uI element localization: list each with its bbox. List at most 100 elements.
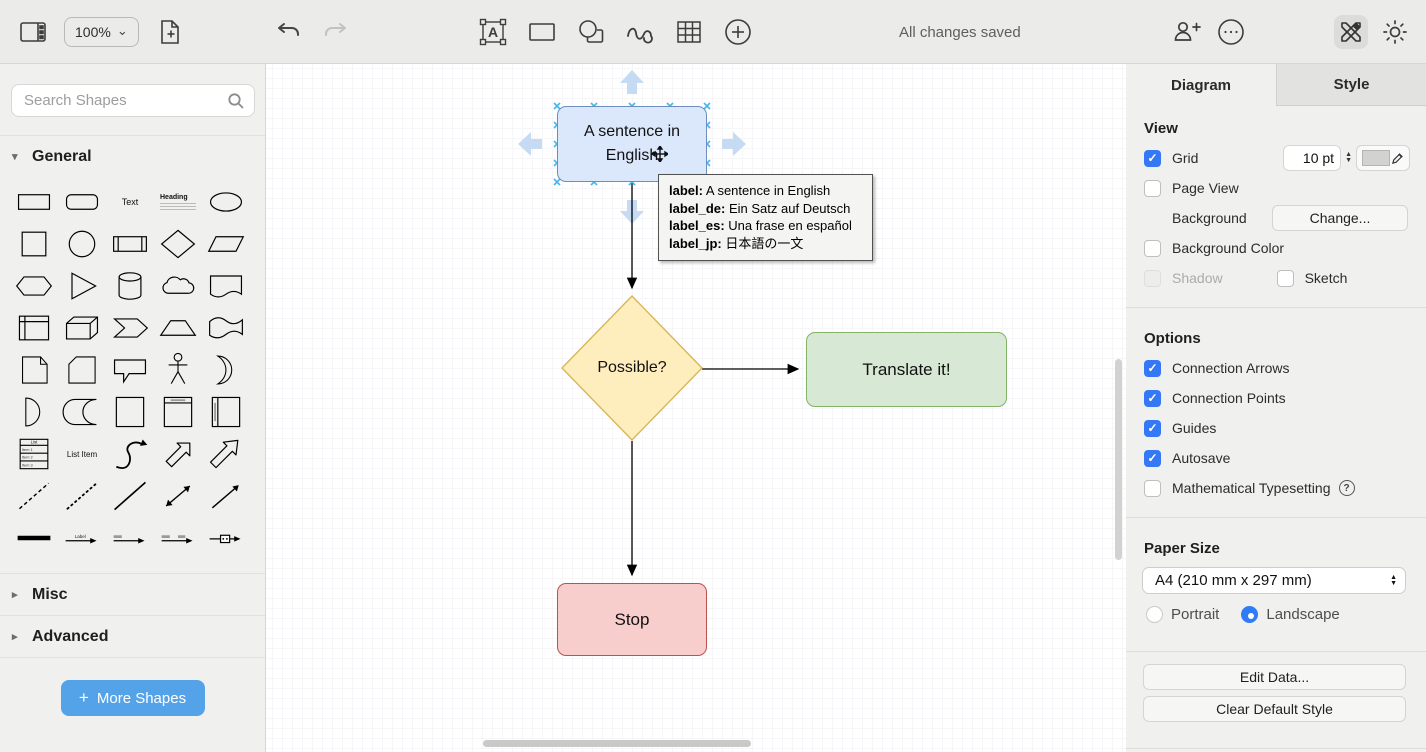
shape-edge-with-box[interactable] <box>202 517 250 559</box>
autosave-checkbox[interactable]: ✓ <box>1144 449 1161 467</box>
shape-horizontal-container[interactable] <box>202 391 250 433</box>
sketch-mode-toggle[interactable] <box>1334 15 1368 49</box>
tab-diagram[interactable]: Diagram <box>1170 76 1232 94</box>
shape-and[interactable] <box>10 391 58 433</box>
shape-internal-storage[interactable] <box>10 307 58 349</box>
shape-document[interactable] <box>202 265 250 307</box>
page-view-checkbox[interactable] <box>1144 179 1161 197</box>
shape-rectangle[interactable] <box>10 181 58 223</box>
shapes-tool-button[interactable] <box>574 15 608 49</box>
more-shapes-button[interactable]: + More Shapes <box>60 680 205 716</box>
shape-connector-label-left[interactable] <box>106 517 154 559</box>
shape-tape[interactable] <box>202 307 250 349</box>
search-shapes-input[interactable] <box>11 84 255 117</box>
autosave-label: Autosave <box>1172 450 1231 466</box>
section-general[interactable]: ▾ General <box>0 135 265 177</box>
shape-parallelogram[interactable] <box>202 223 250 265</box>
guides-checkbox[interactable]: ✓ <box>1144 419 1161 437</box>
background-color-checkbox[interactable] <box>1144 239 1161 257</box>
shape-bidirectional-arrow[interactable] <box>154 433 202 475</box>
shape-circle[interactable] <box>58 223 106 265</box>
shape-data-storage[interactable] <box>58 391 106 433</box>
shape-or[interactable] <box>202 349 250 391</box>
shape-dotted-line[interactable] <box>58 475 106 517</box>
vertical-scrollbar[interactable] <box>1115 359 1122 560</box>
text-tool-button[interactable]: A <box>476 15 510 49</box>
grid-checkbox[interactable]: ✓ <box>1144 149 1161 167</box>
connection-points-checkbox[interactable]: ✓ <box>1144 389 1161 407</box>
shape-connector-two-labels[interactable] <box>154 517 202 559</box>
shape-arrow[interactable] <box>202 433 250 475</box>
zoom-dropdown[interactable]: 100% ⌄ <box>64 17 139 47</box>
table-tool-button[interactable] <box>672 15 706 49</box>
shape-container[interactable] <box>106 391 154 433</box>
background-change-button[interactable]: Change... <box>1272 205 1408 231</box>
theme-toggle-button[interactable] <box>1378 15 1412 49</box>
shape-triangle[interactable] <box>58 265 106 307</box>
paper-size-select[interactable]: A4 (210 mm x 297 mm) ▲▼ <box>1142 567 1406 594</box>
shape-process[interactable] <box>106 223 154 265</box>
rectangle-tool-button[interactable] <box>525 15 559 49</box>
shape-cloud[interactable] <box>154 265 202 307</box>
section-misc[interactable]: ▸ Misc <box>0 573 265 615</box>
shape-trapezoid[interactable] <box>154 307 202 349</box>
help-icon[interactable]: ? <box>1338 480 1355 496</box>
label-text: Label <box>75 534 86 539</box>
more-actions-button[interactable] <box>1214 15 1248 49</box>
diagram-canvas[interactable]: A sentence in English Possible? Translat… <box>266 64 1126 752</box>
shape-card[interactable] <box>58 349 106 391</box>
shape-line[interactable] <box>106 475 154 517</box>
shape-dashed-line[interactable] <box>10 475 58 517</box>
shape-cube[interactable] <box>58 307 106 349</box>
check-icon: ✓ <box>1147 451 1158 465</box>
grid-size-input[interactable]: 10 pt <box>1283 145 1342 171</box>
connection-arrows-checkbox[interactable]: ✓ <box>1144 359 1161 377</box>
shape-ellipse[interactable] <box>202 181 250 223</box>
clear-default-style-button[interactable]: Clear Default Style <box>1143 696 1406 722</box>
shape-hexagon[interactable] <box>10 265 58 307</box>
shape-actor[interactable] <box>154 349 202 391</box>
landscape-radio[interactable] <box>1241 606 1259 623</box>
node-english[interactable]: A sentence in English <box>557 106 707 182</box>
shape-text[interactable]: Text <box>121 197 139 207</box>
panels-toggle-button[interactable] <box>16 15 50 49</box>
freehand-tool-button[interactable] <box>623 15 657 49</box>
shape-vertical-container[interactable] <box>154 391 202 433</box>
shape-diamond[interactable] <box>154 223 202 265</box>
shape-arrow-with-label[interactable]: Label <box>58 517 106 559</box>
node-translate[interactable]: Translate it! <box>806 332 1007 407</box>
tab-style[interactable]: Style <box>1276 64 1426 106</box>
shape-list-item[interactable]: List Item <box>66 449 98 459</box>
portrait-radio[interactable] <box>1146 606 1163 623</box>
grid-size-stepper[interactable]: ▲ ▼ <box>1345 151 1352 164</box>
math-typesetting-checkbox[interactable] <box>1144 479 1161 497</box>
undo-button[interactable] <box>271 15 305 49</box>
shape-list[interactable]: List Item 1 Item 2 Item 3 <box>10 433 58 475</box>
shape-step[interactable] <box>106 307 154 349</box>
shape-callout[interactable] <box>106 349 154 391</box>
node-stop[interactable]: Stop <box>557 583 707 656</box>
shape-bidirectional-connector[interactable] <box>154 475 202 517</box>
svg-text:Item 1: Item 1 <box>22 447 33 452</box>
grid-color-button[interactable] <box>1356 145 1410 171</box>
new-page-icon <box>160 20 179 44</box>
shape-rounded-rectangle[interactable] <box>58 181 106 223</box>
section-advanced[interactable]: ▸ Advanced <box>0 615 265 657</box>
shape-link[interactable] <box>10 517 58 559</box>
shape-cylinder[interactable] <box>106 265 154 307</box>
share-button[interactable] <box>1170 15 1204 49</box>
sketch-checkbox[interactable] <box>1276 269 1294 287</box>
horizontal-scrollbar[interactable] <box>483 740 751 747</box>
shape-curve[interactable] <box>106 433 154 475</box>
select-arrows-icon: ▲▼ <box>1390 574 1397 587</box>
node-possible[interactable]: Possible? <box>597 359 667 376</box>
shape-directional-connector[interactable] <box>202 475 250 517</box>
insert-button[interactable] <box>721 15 755 49</box>
edit-data-button[interactable]: Edit Data... <box>1143 664 1406 690</box>
shape-square[interactable] <box>10 223 58 265</box>
direction-arrow-up-icon <box>620 70 644 94</box>
shape-heading[interactable]: Heading <box>154 181 202 223</box>
redo-button[interactable] <box>319 15 353 49</box>
shape-note[interactable] <box>10 349 58 391</box>
add-page-button[interactable] <box>153 15 187 49</box>
